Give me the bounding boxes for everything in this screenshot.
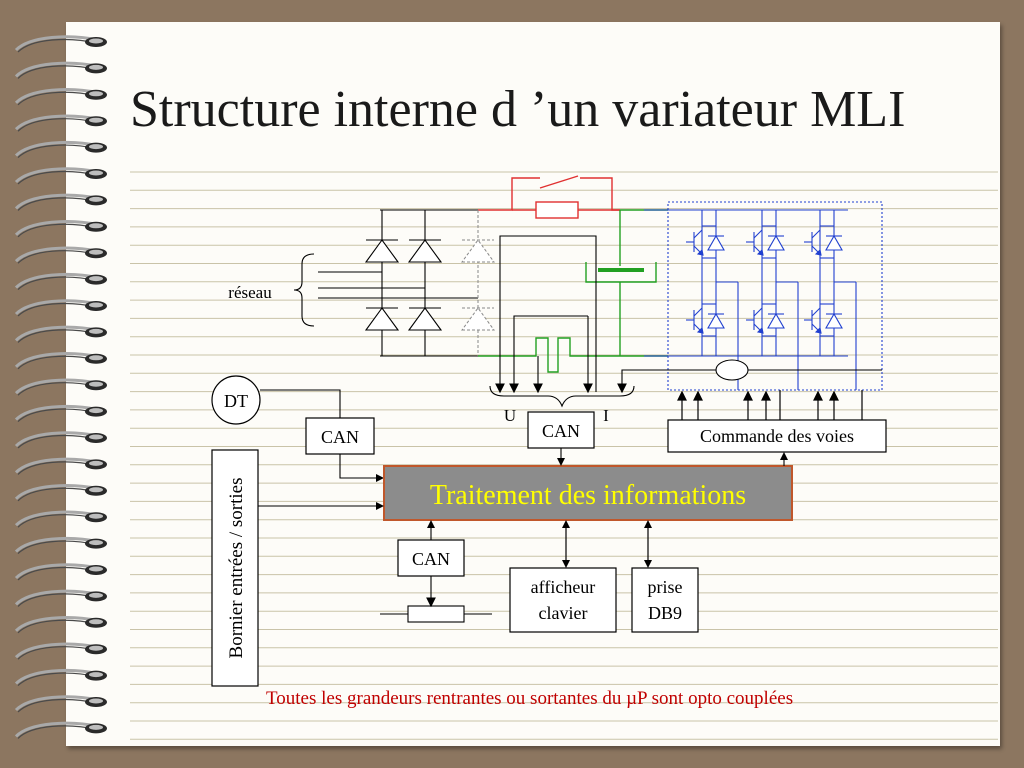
dt-label: DT <box>224 391 248 411</box>
afficheur-box: afficheur clavier <box>509 567 617 633</box>
can-top-box: CAN <box>527 411 595 449</box>
afficheur-label: afficheur <box>531 577 596 597</box>
dt-sensor: DT <box>211 375 261 425</box>
dt-wire <box>260 389 341 418</box>
can-left-label: CAN <box>321 427 359 447</box>
clavier-label: clavier <box>539 603 588 623</box>
prise-box: prise DB9 <box>631 567 699 633</box>
precharge-circuit <box>478 175 620 219</box>
footer-note: Toutes les grandeurs rentrantes ou sorta… <box>266 688 794 709</box>
u-label: U <box>504 406 516 425</box>
bornier-label: Bornier entrées / sorties <box>226 478 247 659</box>
spiral-binding <box>14 35 107 739</box>
traitement-label: Traitement des informations <box>430 480 746 511</box>
dc-bus <box>478 209 668 373</box>
inverter-bridge <box>644 201 883 391</box>
commande-box: Commande des voies <box>667 419 887 453</box>
measurement-wires <box>489 235 882 408</box>
potentiometer <box>380 576 492 623</box>
bornier-box: Bornier entrées / sorties <box>211 449 259 687</box>
rectifier-third-leg <box>461 210 495 356</box>
i-label: I <box>603 406 609 425</box>
rectifier-bridge <box>293 209 478 357</box>
prise-label: prise <box>648 577 683 597</box>
can-top-label: CAN <box>542 421 580 441</box>
commande-label: Commande des voies <box>700 426 854 446</box>
prise-arrow <box>644 520 652 568</box>
can-bottom-label: CAN <box>412 549 450 569</box>
db9-label: DB9 <box>648 603 682 623</box>
slide-title: Structure interne d ’un variateur MLI <box>130 81 906 138</box>
traitement-box: Traitement des informations <box>383 465 793 521</box>
afficheur-arrow <box>562 520 570 568</box>
can-bottom-box: CAN <box>397 539 465 577</box>
ruled-lines <box>130 171 998 740</box>
command-arrows <box>677 390 863 420</box>
reseau-label: réseau <box>228 283 272 302</box>
can-left-wire <box>339 454 376 479</box>
can-left-box: CAN <box>305 417 375 455</box>
